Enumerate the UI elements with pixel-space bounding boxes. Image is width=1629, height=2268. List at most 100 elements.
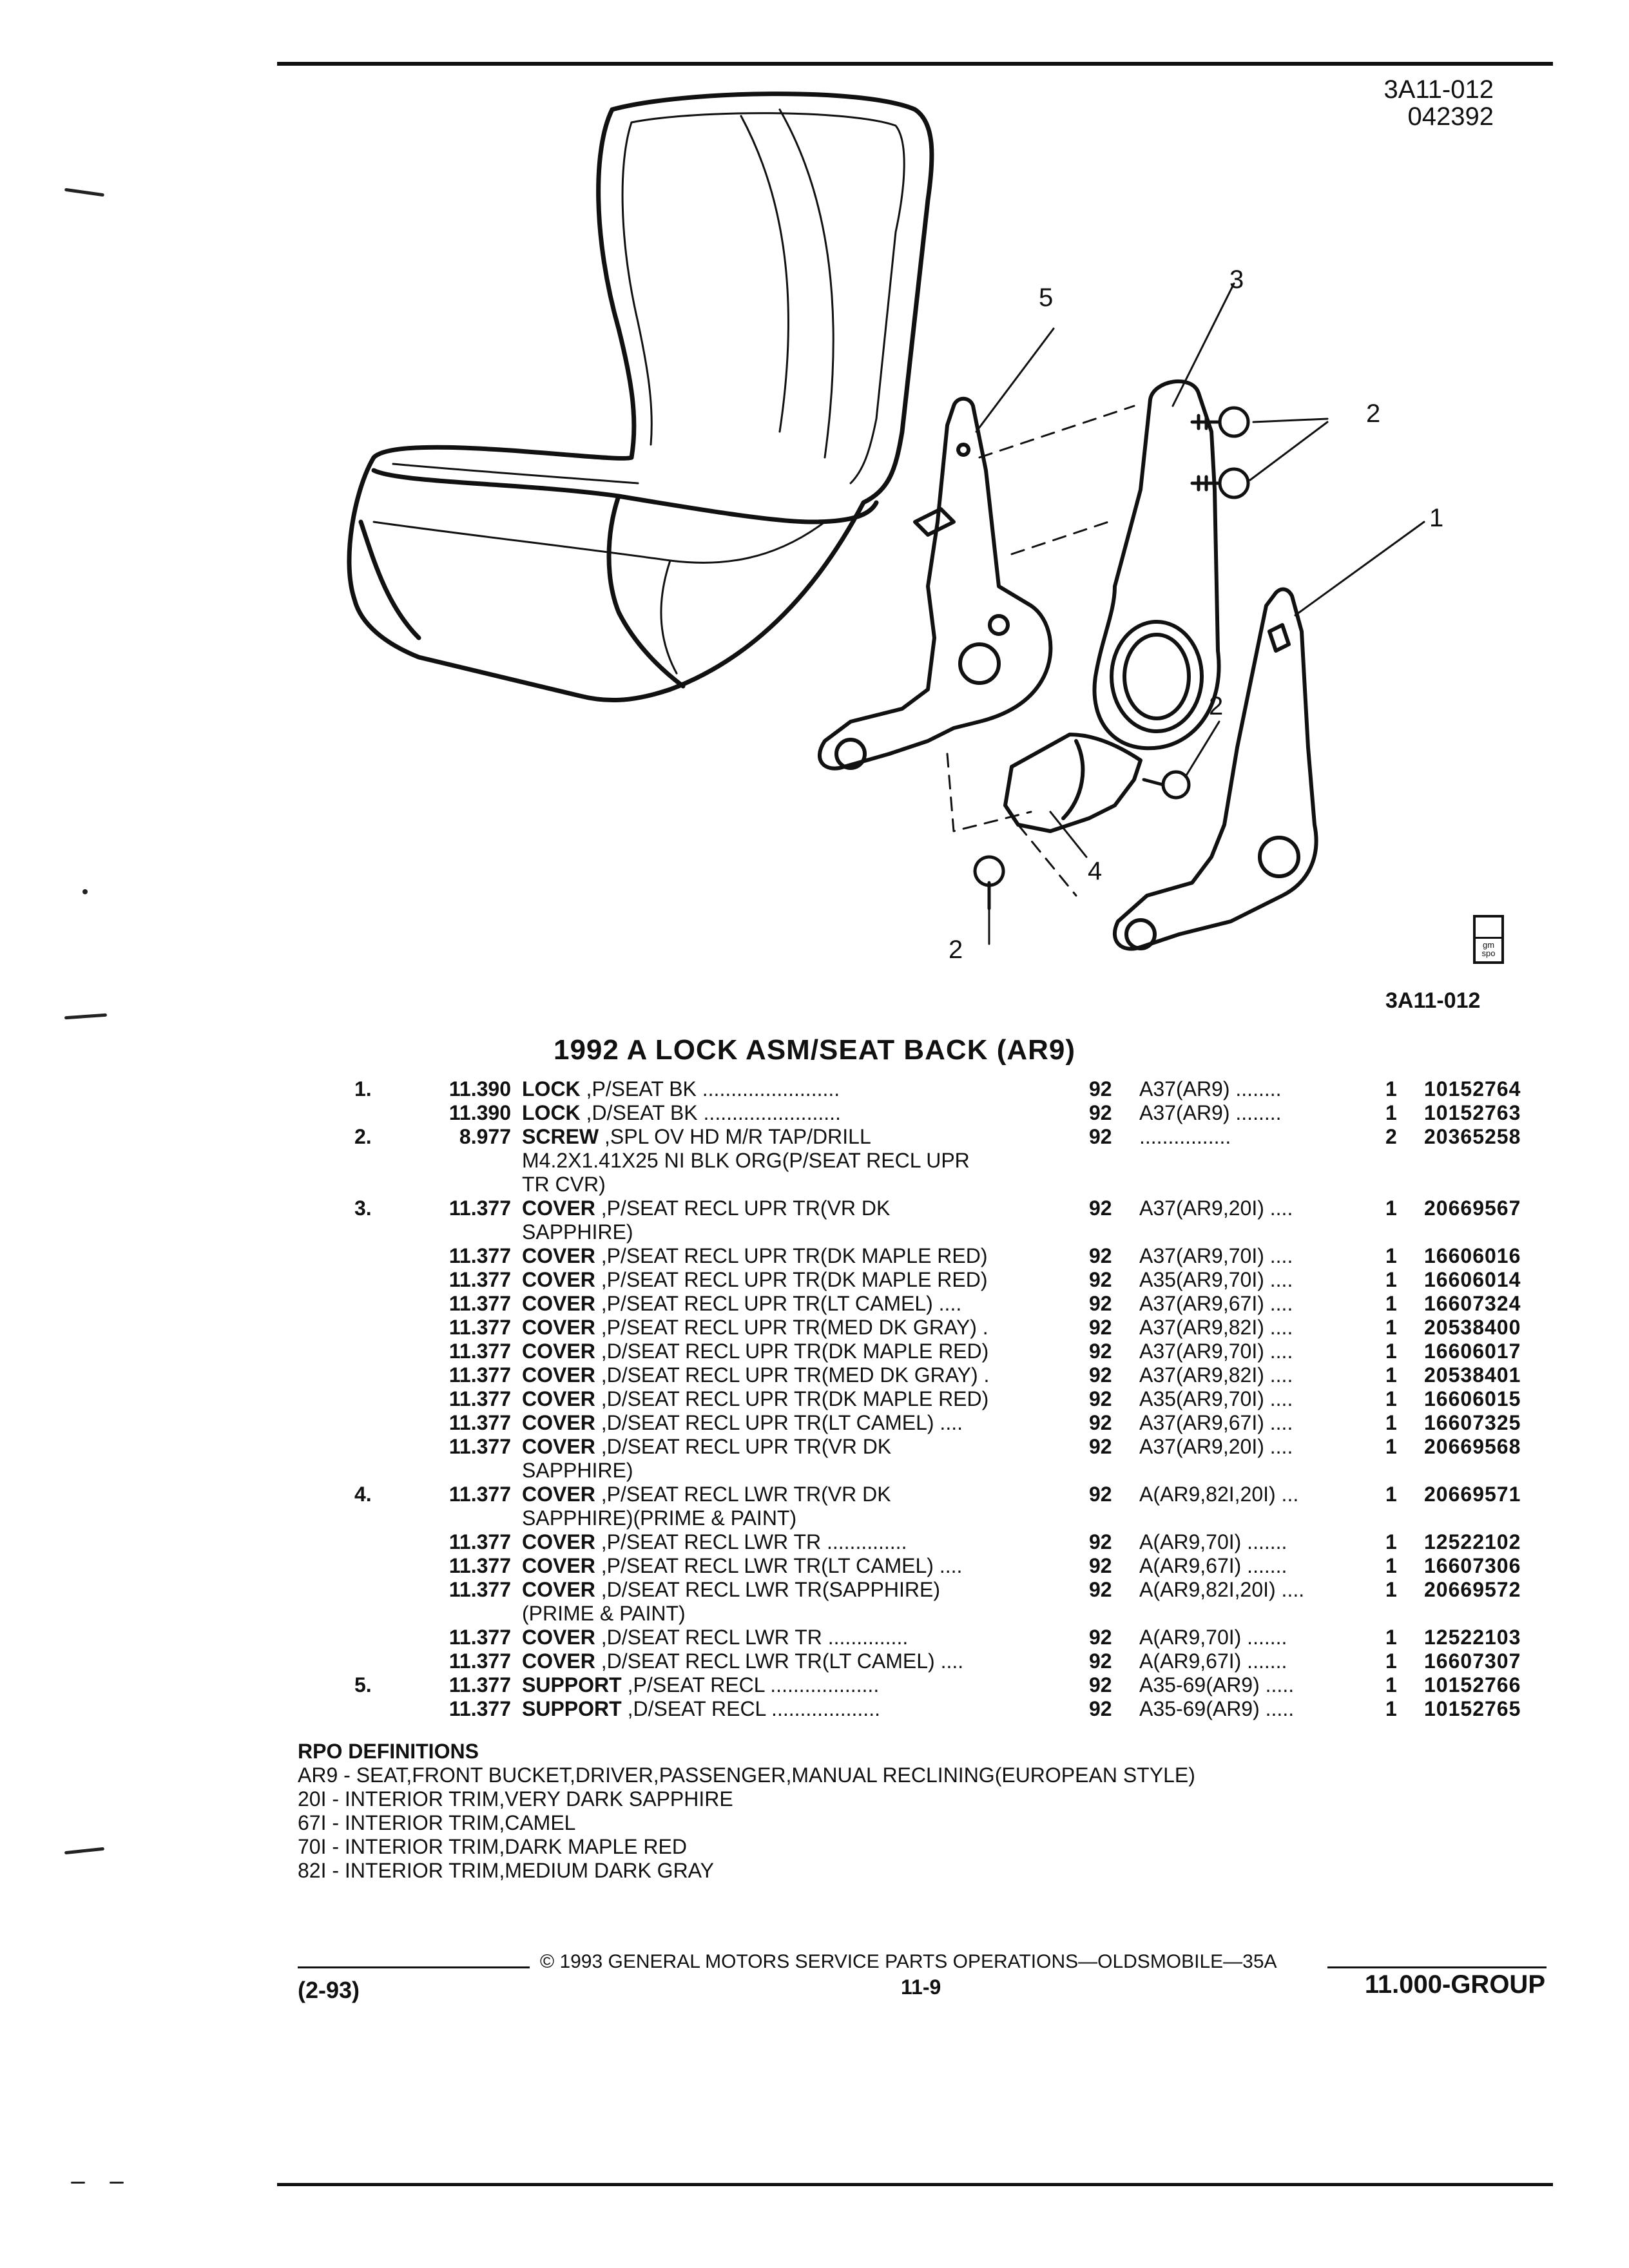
group-number: 11.377 (448, 1649, 511, 1673)
part-name: COVER (522, 1292, 595, 1315)
margin-mark (71, 2182, 85, 2184)
model-year: 92 (1089, 1101, 1112, 1124)
group-number: 11.377 (448, 1435, 511, 1458)
group-number: 11.377 (448, 1626, 511, 1649)
usage-code: A37(AR9,70I) .... (1139, 1244, 1293, 1267)
quantity: 1 (1385, 1483, 1397, 1506)
group-number: 11.377 (448, 1554, 511, 1577)
callout-5: 5 (1039, 284, 1054, 312)
part-description-text: TR CVR) (522, 1173, 606, 1196)
part-description: SUPPORT ,P/SEAT RECL ................... (522, 1673, 879, 1697)
model-year: 92 (1089, 1292, 1112, 1315)
usage-code: A(AR9,70I) ....... (1139, 1530, 1287, 1553)
alignment-lines (946, 405, 1135, 897)
item-number: 1. (354, 1077, 372, 1100)
quantity: 1 (1385, 1387, 1397, 1410)
group-number: 11.377 (448, 1340, 511, 1363)
part-number: 10152764 (1424, 1077, 1521, 1100)
quantity: 1 (1385, 1340, 1397, 1363)
footer-rule-left (298, 1966, 530, 1968)
group-number: 11.377 (448, 1530, 511, 1553)
callout-2: 2 (949, 936, 963, 964)
rpo-definitions: RPO DEFINITIONS AR9 - SEAT,FRONT BUCKET,… (298, 1740, 1195, 1883)
model-year: 92 (1089, 1268, 1112, 1291)
upper-trim-cover-3 (1092, 379, 1221, 751)
header-code-line2: 042392 (1407, 102, 1494, 131)
part-name: SUPPORT (522, 1697, 622, 1720)
part-description: COVER ,D/SEAT RECL UPR TR(VR DK (522, 1435, 891, 1459)
model-year: 92 (1089, 1316, 1112, 1339)
model-year: 92 (1089, 1387, 1112, 1410)
part-number: 20669568 (1424, 1435, 1521, 1458)
group-number: 11.377 (448, 1387, 511, 1410)
usage-code: A(AR9,82I,20I) ... (1139, 1483, 1299, 1506)
header-code-line1: 3A11-012 (1383, 75, 1494, 104)
part-description-text: ,P/SEAT RECL UPR TR(DK MAPLE RED) (595, 1268, 988, 1291)
footer-page-number: 11-9 (901, 1975, 941, 1999)
part-description-text: (PRIME & PAINT) (522, 1602, 686, 1625)
rpo-line: AR9 - SEAT,FRONT BUCKET,DRIVER,PASSENGER… (298, 1763, 1195, 1787)
part-description: COVER ,D/SEAT RECL UPR TR(DK MAPLE RED) (522, 1340, 988, 1363)
page-title: 1992 A LOCK ASM/SEAT BACK (AR9) (553, 1034, 1076, 1066)
usage-code: ................ (1139, 1125, 1231, 1148)
part-number: 12522102 (1424, 1530, 1521, 1553)
rpo-heading: RPO DEFINITIONS (298, 1740, 479, 1763)
group-number: 11.377 (448, 1292, 511, 1315)
part-description: COVER ,D/SEAT RECL UPR TR(LT CAMEL) .... (522, 1411, 963, 1435)
part-description: COVER ,P/SEAT RECL LWR TR .............. (522, 1530, 907, 1554)
usage-code: A35(AR9,70I) .... (1139, 1387, 1293, 1410)
quantity: 1 (1385, 1292, 1397, 1315)
part-number: 20669572 (1424, 1578, 1521, 1601)
part-number: 20538400 (1424, 1316, 1521, 1339)
footer-date: (2-93) (298, 1977, 360, 2003)
part-description-text: ,D/SEAT RECL UPR TR(DK MAPLE RED) (595, 1387, 989, 1410)
part-number: 16606017 (1424, 1340, 1521, 1363)
quantity: 1 (1385, 1649, 1397, 1673)
rpo-line: 82I - INTERIOR TRIM,MEDIUM DARK GRAY (298, 1859, 714, 1882)
part-number: 10152766 (1424, 1673, 1521, 1696)
part-description: TR CVR) (522, 1173, 606, 1196)
model-year: 92 (1089, 1411, 1112, 1434)
part-description-text: ,P/SEAT RECL ................... (621, 1673, 880, 1696)
lower-trim-cover-4 (1003, 733, 1142, 833)
usage-code: A35-69(AR9) ..... (1139, 1697, 1295, 1720)
quantity: 1 (1385, 1673, 1397, 1696)
part-description-text: ,D/SEAT RECL UPR TR(DK MAPLE RED) (595, 1340, 989, 1363)
part-description-text: ,P/SEAT RECL UPR TR(LT CAMEL) .... (595, 1292, 962, 1315)
part-description-text: ,D/SEAT RECL UPR TR(MED DK GRAY) . (595, 1363, 990, 1387)
part-description: SAPPHIRE)(PRIME & PAINT) (522, 1506, 796, 1530)
quantity: 1 (1385, 1316, 1397, 1339)
part-description: SAPPHIRE) (522, 1220, 633, 1244)
part-name: COVER (522, 1411, 595, 1434)
item-number: 4. (354, 1483, 372, 1506)
quantity: 1 (1385, 1530, 1397, 1553)
quantity: 2 (1385, 1125, 1397, 1148)
part-description: COVER ,D/SEAT RECL LWR TR .............. (522, 1626, 908, 1649)
quantity: 1 (1385, 1363, 1397, 1387)
part-description: SAPPHIRE) (522, 1459, 633, 1483)
group-number: 11.377 (448, 1483, 511, 1506)
part-name: COVER (522, 1244, 595, 1267)
usage-code: A35(AR9,70I) .... (1139, 1268, 1293, 1291)
part-number: 20538401 (1424, 1363, 1521, 1387)
header-code: 3A11-012 042392 (1383, 76, 1494, 130)
quantity: 1 (1385, 1578, 1397, 1601)
margin-mark (64, 1847, 105, 1855)
item-number: 3. (354, 1196, 372, 1220)
part-description-text: ,D/SEAT RECL LWR TR(SAPPHIRE) (595, 1578, 940, 1601)
part-description-text: SAPPHIRE)(PRIME & PAINT) (522, 1506, 797, 1530)
seat-stitching (372, 108, 905, 675)
usage-code: A(AR9,70I) ....... (1139, 1626, 1287, 1649)
part-name: COVER (522, 1363, 595, 1387)
part-description: COVER ,D/SEAT RECL UPR TR(DK MAPLE RED) (522, 1387, 988, 1411)
part-description: COVER ,P/SEAT RECL UPR TR(LT CAMEL) .... (522, 1292, 961, 1316)
